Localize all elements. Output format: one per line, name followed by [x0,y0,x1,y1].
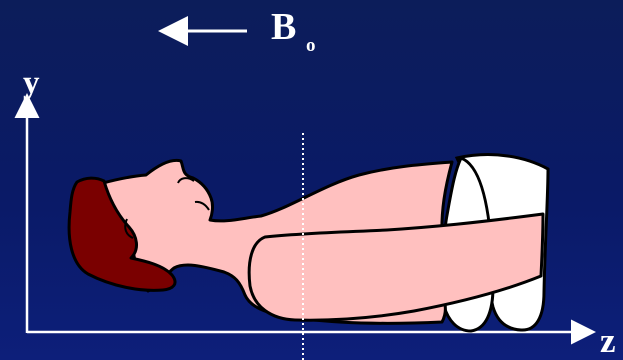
y-axis-label: y [23,67,40,100]
b0-label: B [271,8,296,46]
z-axis-label: z [600,323,616,358]
b0-subscript: o [306,36,316,55]
